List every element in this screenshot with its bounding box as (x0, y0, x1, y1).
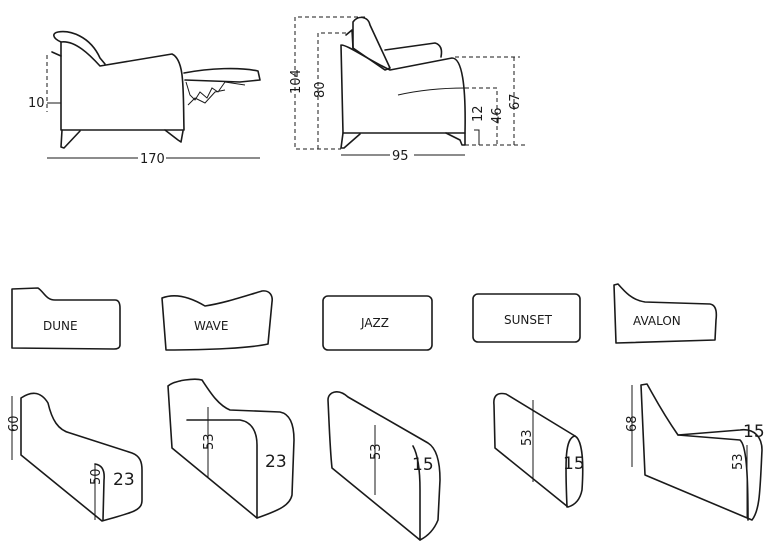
recliner-mechanism (185, 81, 246, 106)
chair-back-cushion (352, 16, 391, 71)
dune-3d-outline (20, 392, 143, 522)
chair-front-leg (340, 132, 361, 149)
arm-3d-avalon: 68 53 15 (625, 383, 765, 521)
arm-3d-jazz: 53 15 (327, 391, 441, 541)
jazz-label: JAZZ (360, 316, 389, 330)
chair-rear-back (345, 29, 354, 49)
dune-outline (11, 287, 121, 350)
dune-3d-height-label: 60 (7, 415, 22, 432)
dimension-label-46: 46 (490, 107, 505, 124)
dune-label: DUNE (43, 319, 78, 333)
dimension-lines-right (455, 56, 525, 146)
chair-body (340, 44, 466, 134)
chair-seat-crease (397, 87, 466, 96)
wave-outline (161, 290, 273, 351)
dimension-label-95: 95 (392, 149, 409, 164)
recliner-open-side-view: 10 170 (28, 30, 261, 167)
arm-profile-dune: DUNE (11, 287, 121, 350)
dune-3d-dimension-lines (11, 396, 96, 520)
dimension-label-12: 12 (471, 105, 486, 122)
jazz-3d-front-edge (412, 445, 421, 541)
wave-3d-inner-height-label: 53 (202, 433, 217, 450)
sunset-outline (472, 293, 581, 343)
sunset-3d-outline (493, 392, 584, 508)
arm-profile-jazz: JAZZ (322, 295, 433, 351)
wave-3d-front-edge (186, 419, 258, 519)
dune-3d-front-edge (94, 463, 105, 521)
recliner-back-cushion (53, 30, 106, 65)
jazz-3d-outline (327, 391, 441, 541)
avalon-3d-outline (640, 383, 763, 521)
recliner-back-leg (164, 129, 184, 143)
recliner-headrest (51, 51, 62, 57)
dimension-line-12 (474, 129, 480, 145)
dimension-label-170: 170 (140, 152, 165, 167)
avalon-3d-front-edge (677, 434, 749, 521)
wave-3d-outline (167, 378, 295, 519)
dune-3d-inner-height-label: 50 (89, 468, 104, 485)
dimension-line-104 (294, 16, 365, 150)
chair-seat-cushion (384, 42, 443, 58)
wave-3d-width-label: 23 (265, 452, 287, 472)
recliner-body (60, 41, 185, 131)
avalon-3d-width-label: 15 (743, 422, 765, 442)
avalon-outline (613, 283, 718, 344)
avalon-3d-height-label: 68 (625, 415, 640, 432)
arm-profile-wave: WAVE (161, 290, 273, 351)
wave-label: WAVE (194, 319, 228, 333)
recliner-footrest (183, 67, 261, 83)
arm-3d-dune: 60 50 23 (7, 392, 143, 522)
sunset-3d-width-label: 15 (563, 454, 585, 474)
avalon-label: AVALON (633, 314, 681, 328)
jazz-outline (322, 295, 433, 351)
arm-3d-sunset: 53 15 (493, 392, 585, 508)
dimension-label-104: 104 (289, 69, 304, 94)
jazz-3d-width-label: 15 (412, 455, 434, 475)
arm-profile-avalon: AVALON (613, 283, 718, 344)
dimension-line-80 (317, 32, 346, 149)
dimension-label-80: 80 (313, 81, 328, 98)
dimension-label-67: 67 (508, 93, 523, 110)
sunset-label: SUNSET (504, 313, 553, 327)
sunset-3d-inner-height-label: 53 (520, 429, 535, 446)
dune-3d-width-label: 23 (113, 470, 135, 490)
sunset-3d-front-edge (565, 435, 576, 508)
dimension-label-10: 10 (28, 96, 45, 111)
recliner-closed-side-view: 104 80 12 46 67 95 (289, 16, 525, 164)
avalon-3d-inner-height-label: 53 (731, 453, 746, 470)
jazz-3d-inner-height-label: 53 (369, 443, 384, 460)
recliner-front-leg (60, 129, 81, 149)
chair-back-leg (445, 132, 466, 146)
arm-3d-wave: 53 23 (167, 378, 295, 519)
avalon-3d-dimension-lines (631, 385, 748, 518)
arm-profile-sunset: SUNSET (472, 293, 581, 343)
